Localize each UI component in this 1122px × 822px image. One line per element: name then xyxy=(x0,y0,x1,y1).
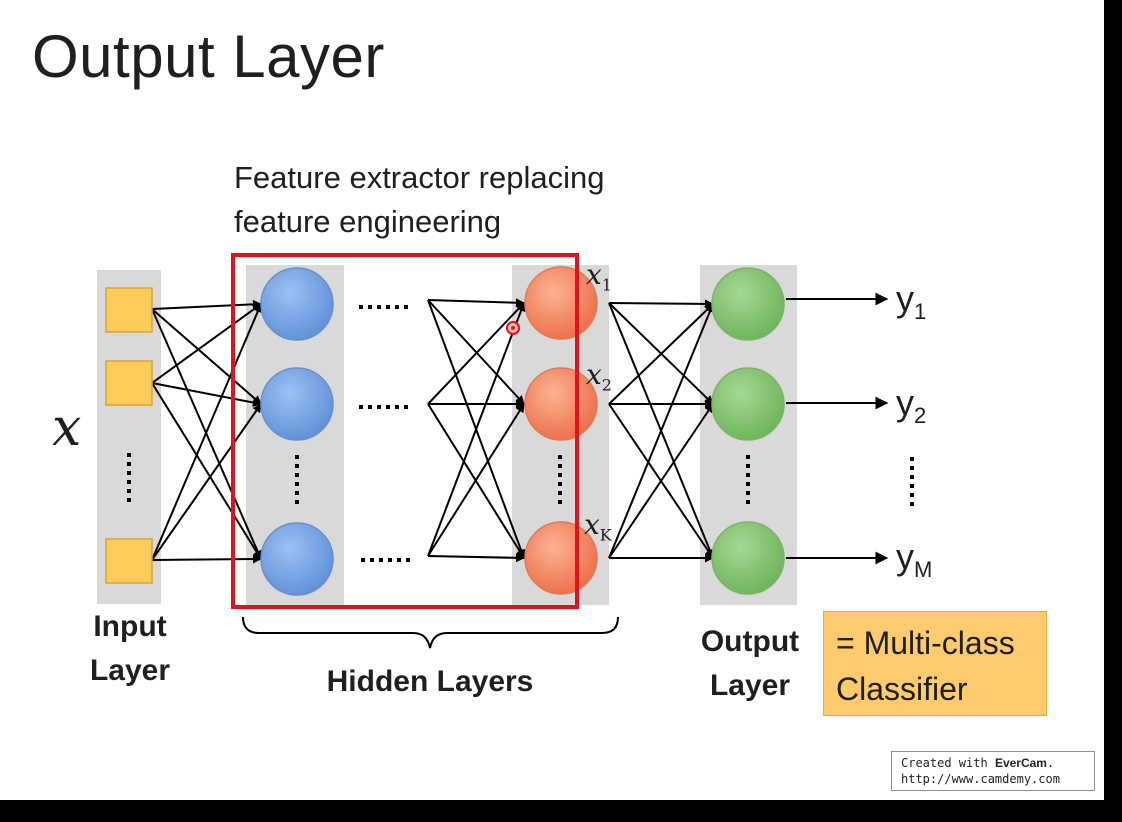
input-layer-label: Input Layer xyxy=(89,610,171,687)
output-label-y2: y2 xyxy=(896,382,927,429)
vertical-ellipsis-y xyxy=(910,457,914,506)
caption-line-2: feature engineering xyxy=(234,204,502,239)
output-node xyxy=(711,521,785,595)
slide: Output Layer Feature extractor replacing… xyxy=(0,0,1104,800)
slide-title: Output Layer xyxy=(32,23,385,90)
output-node xyxy=(711,267,785,341)
input-node xyxy=(105,360,153,406)
cursor-dot xyxy=(506,321,520,335)
vertical-ellipsis-output xyxy=(746,455,750,504)
horizontal-ellipsis-bottom xyxy=(361,558,410,562)
watermark-url: http://www.camdemy.com xyxy=(901,772,1060,786)
output-layer-label: Output Layer xyxy=(700,625,800,702)
connections-input-hidden xyxy=(151,299,262,564)
vertical-ellipsis-hidden xyxy=(295,455,299,504)
output-label-y1: y1 xyxy=(896,278,927,325)
input-nodes xyxy=(105,287,153,584)
watermark-line-1: Created with EverCam. xyxy=(901,756,1055,770)
feature-label-xk: xK xyxy=(584,508,612,545)
feature-nodes xyxy=(524,266,598,595)
feature-label-x2: x2 xyxy=(586,358,612,395)
neural-network-diagram xyxy=(97,253,914,649)
horizontal-ellipsis-top xyxy=(359,305,408,309)
ellipsis-dots xyxy=(127,305,914,562)
connections-hidden-features xyxy=(427,298,526,563)
hidden-layers-brace xyxy=(242,616,619,649)
vertical-ellipsis-input xyxy=(127,453,131,502)
hidden-nodes-first xyxy=(260,267,334,596)
caption-line-1: Feature extractor replacing xyxy=(234,160,605,195)
connections-features-output xyxy=(608,299,715,563)
output-arrows xyxy=(786,292,889,565)
input-node xyxy=(105,538,153,584)
hidden-node xyxy=(260,367,334,441)
hidden-layers-label: Hidden Layers xyxy=(326,665,534,698)
output-node xyxy=(711,367,785,441)
vertical-ellipsis-features xyxy=(558,455,562,504)
feature-extractor-caption: Feature extractor replacing feature engi… xyxy=(234,156,604,244)
input-node xyxy=(105,287,153,333)
feature-label-x1: x1 xyxy=(586,258,612,295)
input-variable-x: x xyxy=(52,398,82,458)
multiclass-classifier-box: = Multi-class Classifier xyxy=(823,611,1047,716)
feature-extractor-highlight-box xyxy=(231,253,579,609)
hidden-node xyxy=(260,267,334,341)
output-label-ym: yM xyxy=(896,536,933,583)
hidden-node xyxy=(260,522,334,596)
output-nodes xyxy=(711,267,785,595)
evercam-watermark: Created with EverCam. http://www.camdemy… xyxy=(891,751,1095,791)
horizontal-ellipsis-middle xyxy=(359,405,408,409)
